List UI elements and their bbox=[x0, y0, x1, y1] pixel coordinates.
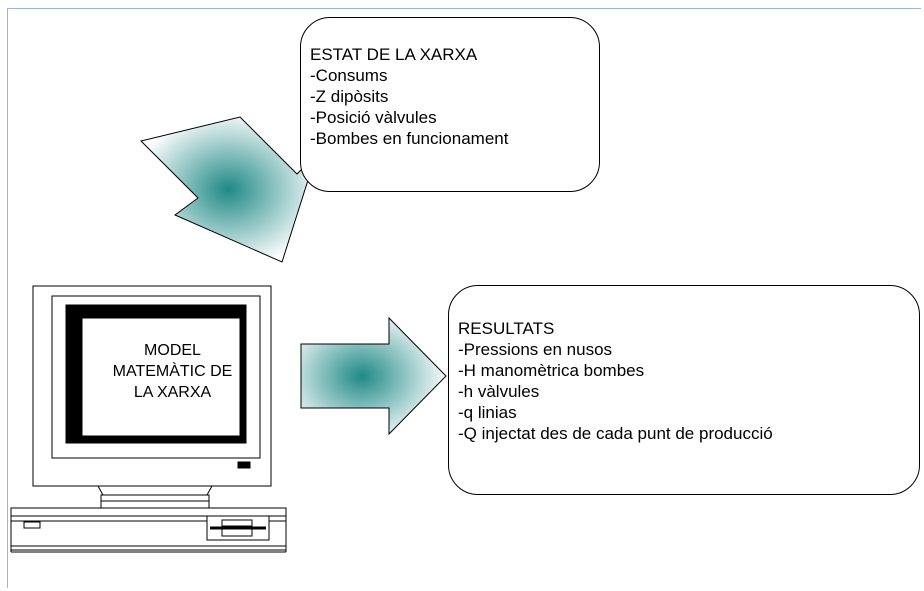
model-label-line: MATEMÀTIC DE bbox=[112, 363, 233, 380]
results-item: -Q injectat des de cada punt de producci… bbox=[458, 424, 773, 443]
input-arrow bbox=[140, 116, 317, 263]
results-item: -q linias bbox=[458, 403, 517, 422]
results-title: RESULTATS bbox=[458, 319, 555, 338]
network-state-item: -Bombes en funcionament bbox=[310, 129, 509, 148]
network-state-item: -Consums bbox=[310, 66, 388, 85]
output-arrow bbox=[300, 316, 447, 436]
model-label-line: MODEL bbox=[144, 342, 201, 359]
network-state-title: ESTAT DE LA XARXA bbox=[310, 45, 478, 64]
network-state-text: ESTAT DE LA XARXA -Consums -Z dipòsits -… bbox=[310, 44, 508, 149]
results-item: -h vàlvules bbox=[458, 382, 540, 401]
diagram-frame bbox=[7, 8, 921, 588]
results-box bbox=[448, 285, 920, 495]
network-state-item: -Z dipòsits bbox=[310, 87, 389, 106]
network-state-box bbox=[300, 17, 600, 192]
model-label-line: LA XARXA bbox=[133, 384, 212, 401]
results-item: -Pressions en nusos bbox=[458, 340, 613, 359]
model-label: MODEL MATEMÀTIC DE LA XARXA bbox=[100, 340, 245, 403]
computer-icon bbox=[10, 285, 287, 553]
results-text: RESULTATS -Pressions en nusos -H manomèt… bbox=[458, 318, 773, 444]
network-state-item: -Posició vàlvules bbox=[310, 108, 437, 127]
results-item: -H manomètrica bombes bbox=[458, 361, 645, 380]
